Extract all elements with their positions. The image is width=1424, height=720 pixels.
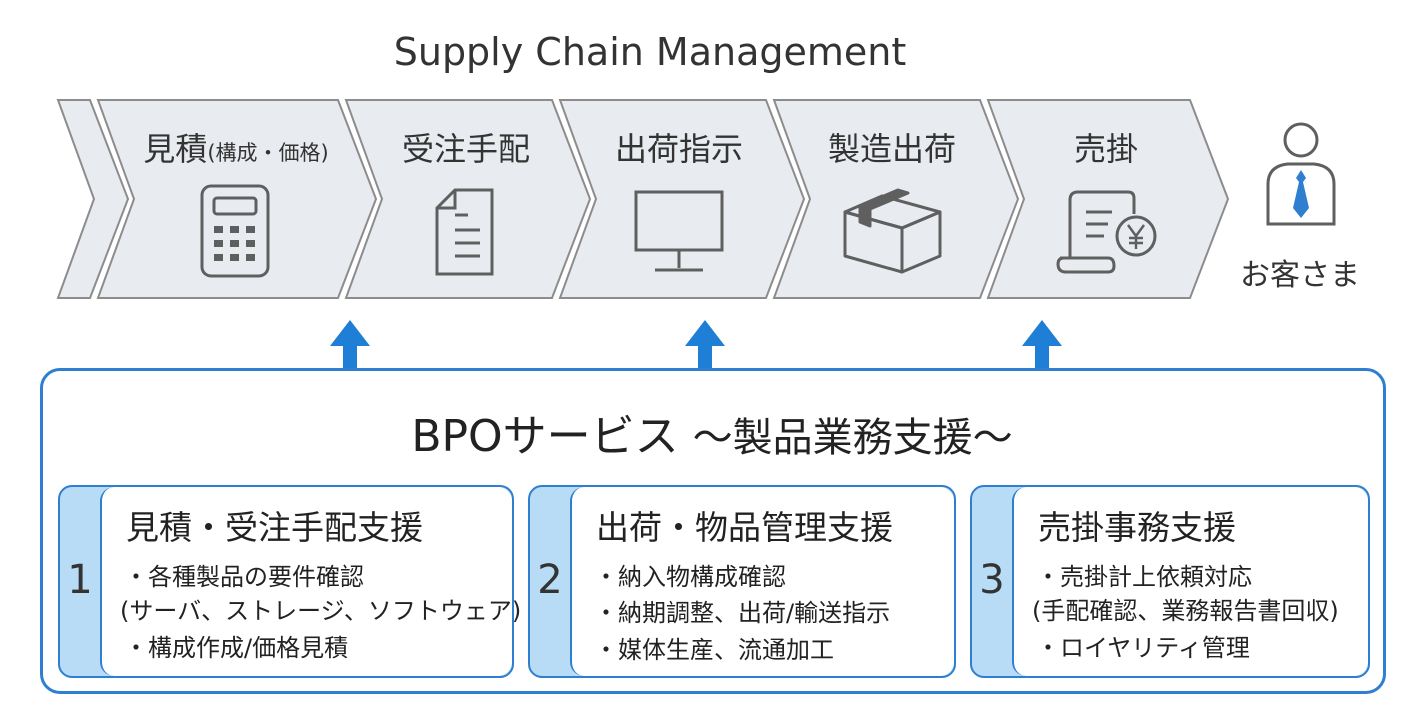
step-label-estimate: 見積(構成・価格) xyxy=(143,124,328,170)
chevron-step-3 xyxy=(558,99,806,299)
scm-title: Supply Chain Management xyxy=(393,30,907,74)
bpo-title: BPOサービス 〜製品業務支援〜 xyxy=(0,400,1424,464)
step-label-sub: (構成・価格) xyxy=(207,141,329,165)
step-label-shipping-instruction: 出荷指示 xyxy=(614,130,744,168)
document-icon xyxy=(435,188,494,276)
card-number: 2 xyxy=(537,557,563,603)
card-line: ・売掛計上依頼対応 xyxy=(1036,563,1252,591)
calculator-icon xyxy=(200,184,270,278)
chevron-step-2 xyxy=(344,99,592,299)
card-title: 売掛事務支援 xyxy=(1038,508,1236,547)
card-title: 出荷・物品管理支援 xyxy=(596,508,893,547)
bpo-subtitle: 〜製品業務支援〜 xyxy=(692,415,1013,461)
card-line: ・構成作成/価格見積 xyxy=(124,634,349,662)
invoice-yen-icon xyxy=(1056,190,1157,274)
card-content: 見積・受注手配支援 ・各種製品の要件確認 (サーバ、ストレージ、ソフトウェア) … xyxy=(100,487,521,676)
card-number: 3 xyxy=(979,557,1005,603)
service-card-3: 3 売掛事務支援 ・売掛計上依頼対応 (手配確認、業務報告書回収) ・ロイヤリテ… xyxy=(970,485,1370,678)
card-line: ・ロイヤリティ管理 xyxy=(1036,634,1250,662)
card-content: 出荷・物品管理支援 ・納入物構成確認 ・納期調整、出荷/輸送指示 ・媒体生産、流… xyxy=(570,487,954,676)
up-arrow-1 xyxy=(330,320,370,368)
card-line: ・各種製品の要件確認 xyxy=(124,563,364,591)
service-card-2: 2 出荷・物品管理支援 ・納入物構成確認 ・納期調整、出荷/輸送指示 ・媒体生産… xyxy=(528,485,956,678)
customer-label: お客さま xyxy=(1240,258,1360,293)
step-label-order: 受注手配 xyxy=(401,130,531,168)
customer-person-icon xyxy=(1266,122,1336,226)
up-arrow-2 xyxy=(685,320,725,368)
card-title: 見積・受注手配支援 xyxy=(126,508,423,547)
package-box-icon xyxy=(843,188,942,274)
step-label-main: 見積 xyxy=(143,130,208,168)
chevron-step-5 xyxy=(986,99,1230,299)
card-content: 売掛事務支援 ・売掛計上依頼対応 (手配確認、業務報告書回収) ・ロイヤリティ管… xyxy=(1012,487,1368,676)
service-card-1: 1 見積・受注手配支援 ・各種製品の要件確認 (サーバ、ストレージ、ソフトウェア… xyxy=(58,485,521,678)
chain-start-chevron xyxy=(56,99,130,299)
card-number: 1 xyxy=(67,557,93,603)
up-arrow-3 xyxy=(1022,320,1062,368)
card-line: ・納期調整、出荷/輸送指示 xyxy=(594,599,891,627)
card-line: (サーバ、ストレージ、ソフトウェア) xyxy=(120,597,522,625)
card-line: ・納入物構成確認 xyxy=(594,563,786,591)
bpo-title-main: BPOサービス xyxy=(411,411,679,462)
card-line: ・媒体生産、流通加工 xyxy=(594,636,834,664)
card-line: (手配確認、業務報告書回収) xyxy=(1032,597,1339,625)
monitor-icon xyxy=(634,190,724,272)
step-label-receivable: 売掛 xyxy=(1073,130,1139,168)
step-label-manufacture-ship: 製造出荷 xyxy=(827,130,957,168)
